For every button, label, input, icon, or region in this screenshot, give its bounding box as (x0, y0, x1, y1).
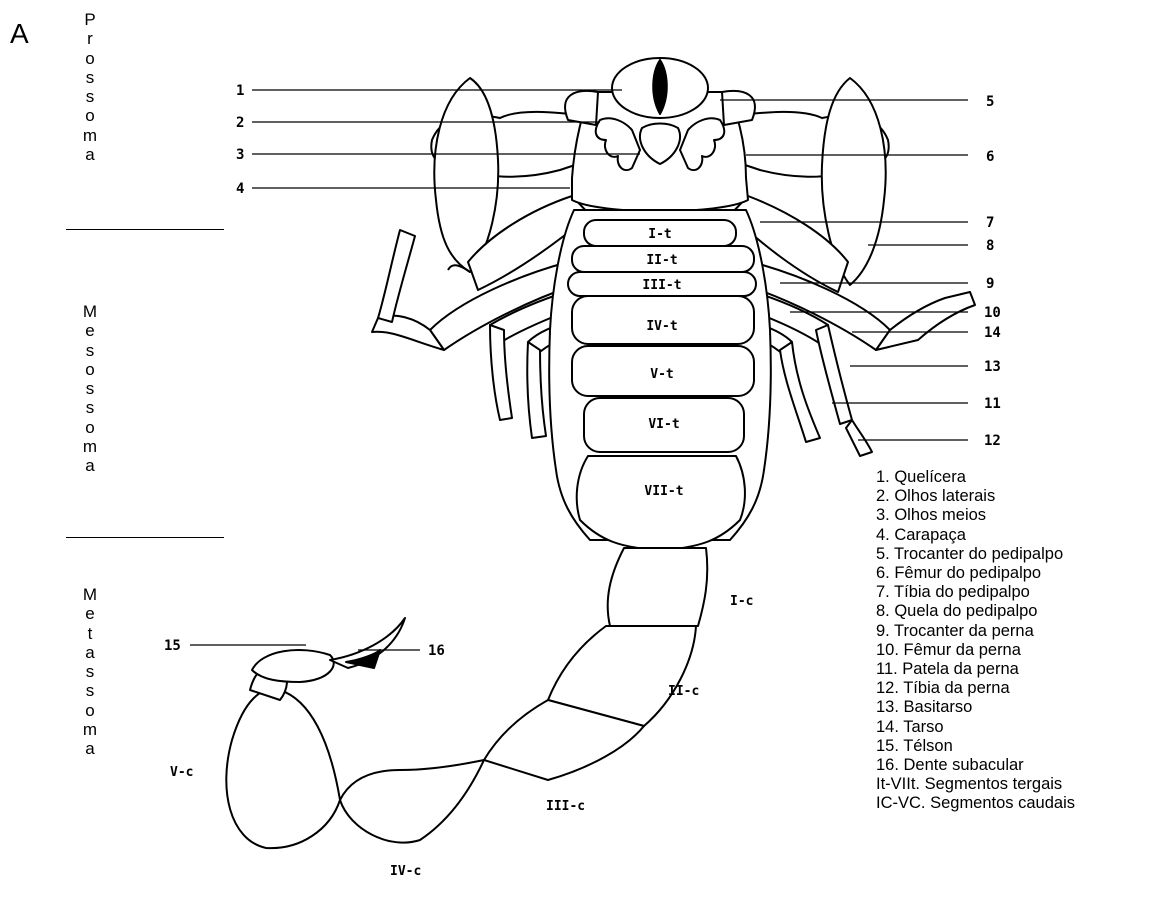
callout-10: 10 (984, 305, 1001, 321)
legend-item: 8. Quela do pedipalpo (876, 602, 1075, 621)
legend-item: 11. Patela da perna (876, 660, 1075, 679)
right-legs (742, 262, 975, 456)
tergite-label: VII-t (644, 484, 683, 499)
caudal-label: IV-c (390, 864, 421, 879)
chelicerae (612, 58, 708, 118)
tergite-label: II-t (646, 253, 677, 268)
metasoma (226, 548, 707, 848)
legend-item: 4. Carapaça (876, 526, 1075, 545)
tergite-label: IV-t (646, 319, 677, 334)
tergite-label: I-t (648, 227, 671, 242)
caudal-label: II-c (668, 684, 699, 699)
callout-13: 13 (984, 359, 1001, 375)
tergite-label: III-t (642, 278, 681, 293)
legend: 1. Quelícera 2. Olhos laterais 3. Olhos … (876, 468, 1075, 814)
caudal-label: V-c (170, 765, 193, 780)
callout-4: 4 (236, 181, 244, 197)
legend-item: It-VIIt. Segmentos tergais (876, 775, 1075, 794)
legend-item: 12. Tíbia da perna (876, 679, 1075, 698)
legend-item: 1. Quelícera (876, 468, 1075, 487)
legend-item: 9. Trocanter da perna (876, 622, 1075, 641)
legend-item: 13. Basitarso (876, 698, 1075, 717)
callout-6: 6 (986, 149, 994, 165)
callout-12: 12 (984, 433, 1001, 449)
callout-16: 16 (428, 643, 445, 659)
callout-5: 5 (986, 94, 994, 110)
callout-11: 11 (984, 396, 1001, 412)
callout-7: 7 (986, 215, 994, 231)
legend-item: 5. Trocanter do pedipalpo (876, 545, 1075, 564)
callout-3: 3 (236, 147, 244, 163)
legend-item: 14. Tarso (876, 718, 1075, 737)
callout-14: 14 (984, 325, 1001, 341)
legend-item: 3. Olhos meios (876, 506, 1075, 525)
legend-item: 7. Tíbia do pedipalpo (876, 583, 1075, 602)
legend-item: 2. Olhos laterais (876, 487, 1075, 506)
legend-item: 6. Fêmur do pedipalpo (876, 564, 1075, 583)
caudal-label: III-c (546, 799, 585, 814)
callout-8: 8 (986, 238, 994, 254)
legend-item: 15. Télson (876, 737, 1075, 756)
callout-2: 2 (236, 115, 244, 131)
callout-15: 15 (164, 638, 181, 654)
callout-1: 1 (236, 83, 244, 99)
tergite-label: V-t (650, 367, 673, 382)
tergite-label: VI-t (648, 417, 679, 432)
legend-item: 10. Fêmur da perna (876, 641, 1075, 660)
legend-item: 16. Dente subacular (876, 756, 1075, 775)
callout-9: 9 (986, 276, 994, 292)
caudal-label: I-c (730, 594, 753, 609)
legend-item: IC-VC. Segmentos caudais (876, 794, 1075, 813)
